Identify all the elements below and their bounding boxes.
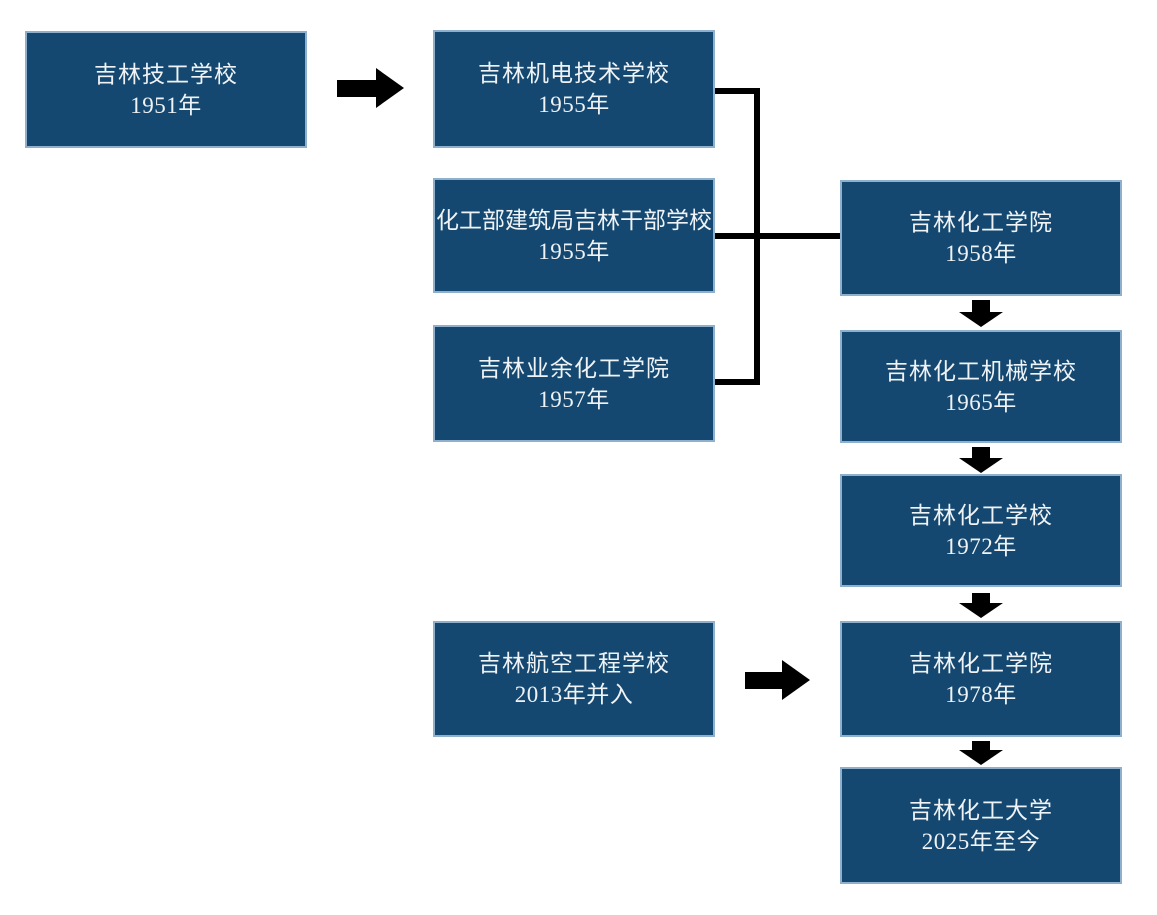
node-name: 吉林化工大学: [909, 797, 1053, 823]
node-year: 2025年至今: [921, 828, 1041, 854]
node-name: 吉林化工机械学校: [885, 358, 1077, 384]
node-jilin-mechatronics-technical-school-1955: 吉林机电技术学校 1955年: [433, 30, 715, 148]
node-jilin-institute-of-chemical-technology-1978: 吉林化工学院 1978年: [840, 621, 1122, 737]
down-block-arrow-icon: [959, 447, 1003, 473]
down-block-arrow-icon: [959, 741, 1003, 765]
node-name: 吉林航空工程学校: [478, 651, 670, 676]
node-name: 化工部建筑局吉林干部学校: [436, 207, 712, 233]
node-jilin-chemical-machinery-school-1965: 吉林化工机械学校 1965年: [840, 330, 1122, 443]
node-name: 吉林化工学院: [909, 651, 1053, 676]
node-jilin-amateur-chemical-college-1957: 吉林业余化工学院 1957年: [433, 325, 715, 442]
node-chemical-ministry-construction-bureau-jilin-cadre-school-1955: 化工部建筑局吉林干部学校 1955年: [433, 178, 715, 293]
node-jilin-chemical-school-1972: 吉林化工学校 1972年: [840, 474, 1122, 587]
right-block-arrow-icon: [337, 68, 404, 108]
node-year: 1958年: [945, 241, 1017, 266]
down-block-arrow-icon: [959, 593, 1003, 618]
node-year: 1951年: [130, 92, 202, 118]
node-jilin-institute-of-chemical-technology-1958: 吉林化工学院 1958年: [840, 180, 1122, 296]
node-name: 吉林技工学校: [94, 61, 238, 87]
node-name: 吉林化工学院: [909, 210, 1053, 235]
node-year: 2013年并入: [514, 682, 634, 707]
node-name: 吉林化工学校: [909, 502, 1053, 528]
node-jilin-aviation-engineering-school-2013: 吉林航空工程学校 2013年并入: [433, 621, 715, 737]
node-year: 1955年: [538, 238, 610, 264]
node-year: 1972年: [945, 533, 1017, 559]
node-name: 吉林机电技术学校: [478, 61, 670, 86]
node-year: 1955年: [538, 92, 610, 117]
node-year: 1978年: [945, 682, 1017, 707]
node-year: 1965年: [945, 389, 1017, 415]
right-block-arrow-icon: [745, 660, 810, 700]
node-year: 1957年: [538, 386, 610, 412]
down-block-arrow-icon: [959, 300, 1003, 327]
node-jilin-technical-school-1951: 吉林技工学校 1951年: [25, 31, 307, 148]
node-jilin-chemical-university-2025: 吉林化工大学 2025年至今: [840, 767, 1122, 884]
node-name: 吉林业余化工学院: [478, 355, 670, 381]
